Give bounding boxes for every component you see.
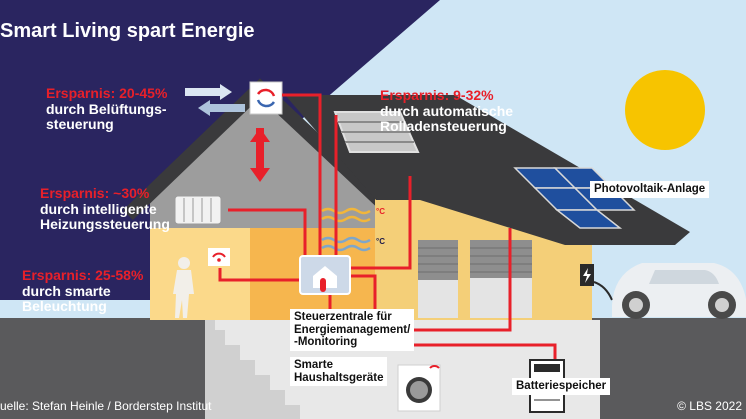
airflow-arrows (185, 84, 270, 182)
electric-car-icon (612, 263, 746, 319)
control-center-label: Steuerzentrale für Energiemanagement/ -M… (290, 309, 415, 351)
savings-description: durch Belüftungs- (46, 100, 167, 117)
savings-description: Beleuchtung (22, 298, 107, 315)
radiator-icon (174, 195, 222, 225)
light-sensor-icon (208, 248, 230, 266)
shutter-window (470, 240, 532, 318)
heat-wave-icon (321, 236, 371, 252)
savings-amount: Ersparnis: ~30% (40, 185, 150, 201)
appliances-label: Smarte Haushaltsgeräte (290, 357, 388, 387)
savings-description: steuerung (46, 116, 114, 133)
source-credit: uelle: Stefan Heinle / Borderstep Instit… (0, 399, 212, 413)
savings-ventilation: Ersparnis: 20-45% durch Belüftungs- steu… (46, 85, 168, 133)
washing-machine-icon (397, 364, 441, 412)
touch-panel-icon (299, 255, 351, 295)
savings-amount: Ersparnis: 9-32% (380, 87, 494, 103)
sun-icon (625, 70, 705, 150)
temp-unit-warm: °C (376, 207, 385, 216)
savings-description: Rolladensteuerung (380, 118, 507, 135)
appliances-line: Smarte (294, 359, 333, 371)
photovoltaic-label: Photovoltaik-Anlage (590, 181, 710, 198)
control-center-line: Energiemanagement/ (294, 323, 411, 336)
wall-charger-icon (580, 264, 613, 301)
shutter-window (418, 240, 458, 318)
savings-description: durch smarte (22, 282, 111, 299)
heat-wave-icon (321, 207, 371, 223)
savings-lighting: Ersparnis: 25-58% durch smarte Beleuchtu… (22, 267, 144, 315)
person-icon (173, 257, 194, 318)
ventilation-icon (249, 81, 283, 115)
page-title: Smart Living spart Energie (0, 20, 255, 42)
copyright: © LBS 2022 (677, 399, 742, 413)
savings-amount: Ersparnis: 25-58% (22, 267, 144, 283)
savings-description: durch automatische (380, 102, 514, 119)
basement-stairs (205, 320, 300, 419)
temp-unit-cool: °C (376, 237, 385, 246)
control-lines (218, 93, 557, 360)
battery-label: Batteriespeicher (512, 378, 611, 395)
savings-heating: Ersparnis: ~30% durch intelligente Heizu… (40, 185, 170, 233)
savings-shutters: Ersparnis: 9-32% durch automatische Roll… (380, 87, 514, 135)
ventilation-arrow-ccw (256, 99, 276, 108)
control-center-line: -Monitoring (294, 336, 358, 349)
savings-amount: Ersparnis: 20-45% (46, 85, 168, 101)
savings-description: durch intelligente (40, 200, 157, 217)
living-room-light (150, 228, 250, 320)
savings-description: Heizungssteuerung (40, 216, 170, 233)
appliances-line: Haushaltsgeräte (294, 371, 384, 384)
ventilation-arrow-cw (256, 88, 276, 97)
control-center-line: Steuerzentrale für (294, 311, 392, 323)
